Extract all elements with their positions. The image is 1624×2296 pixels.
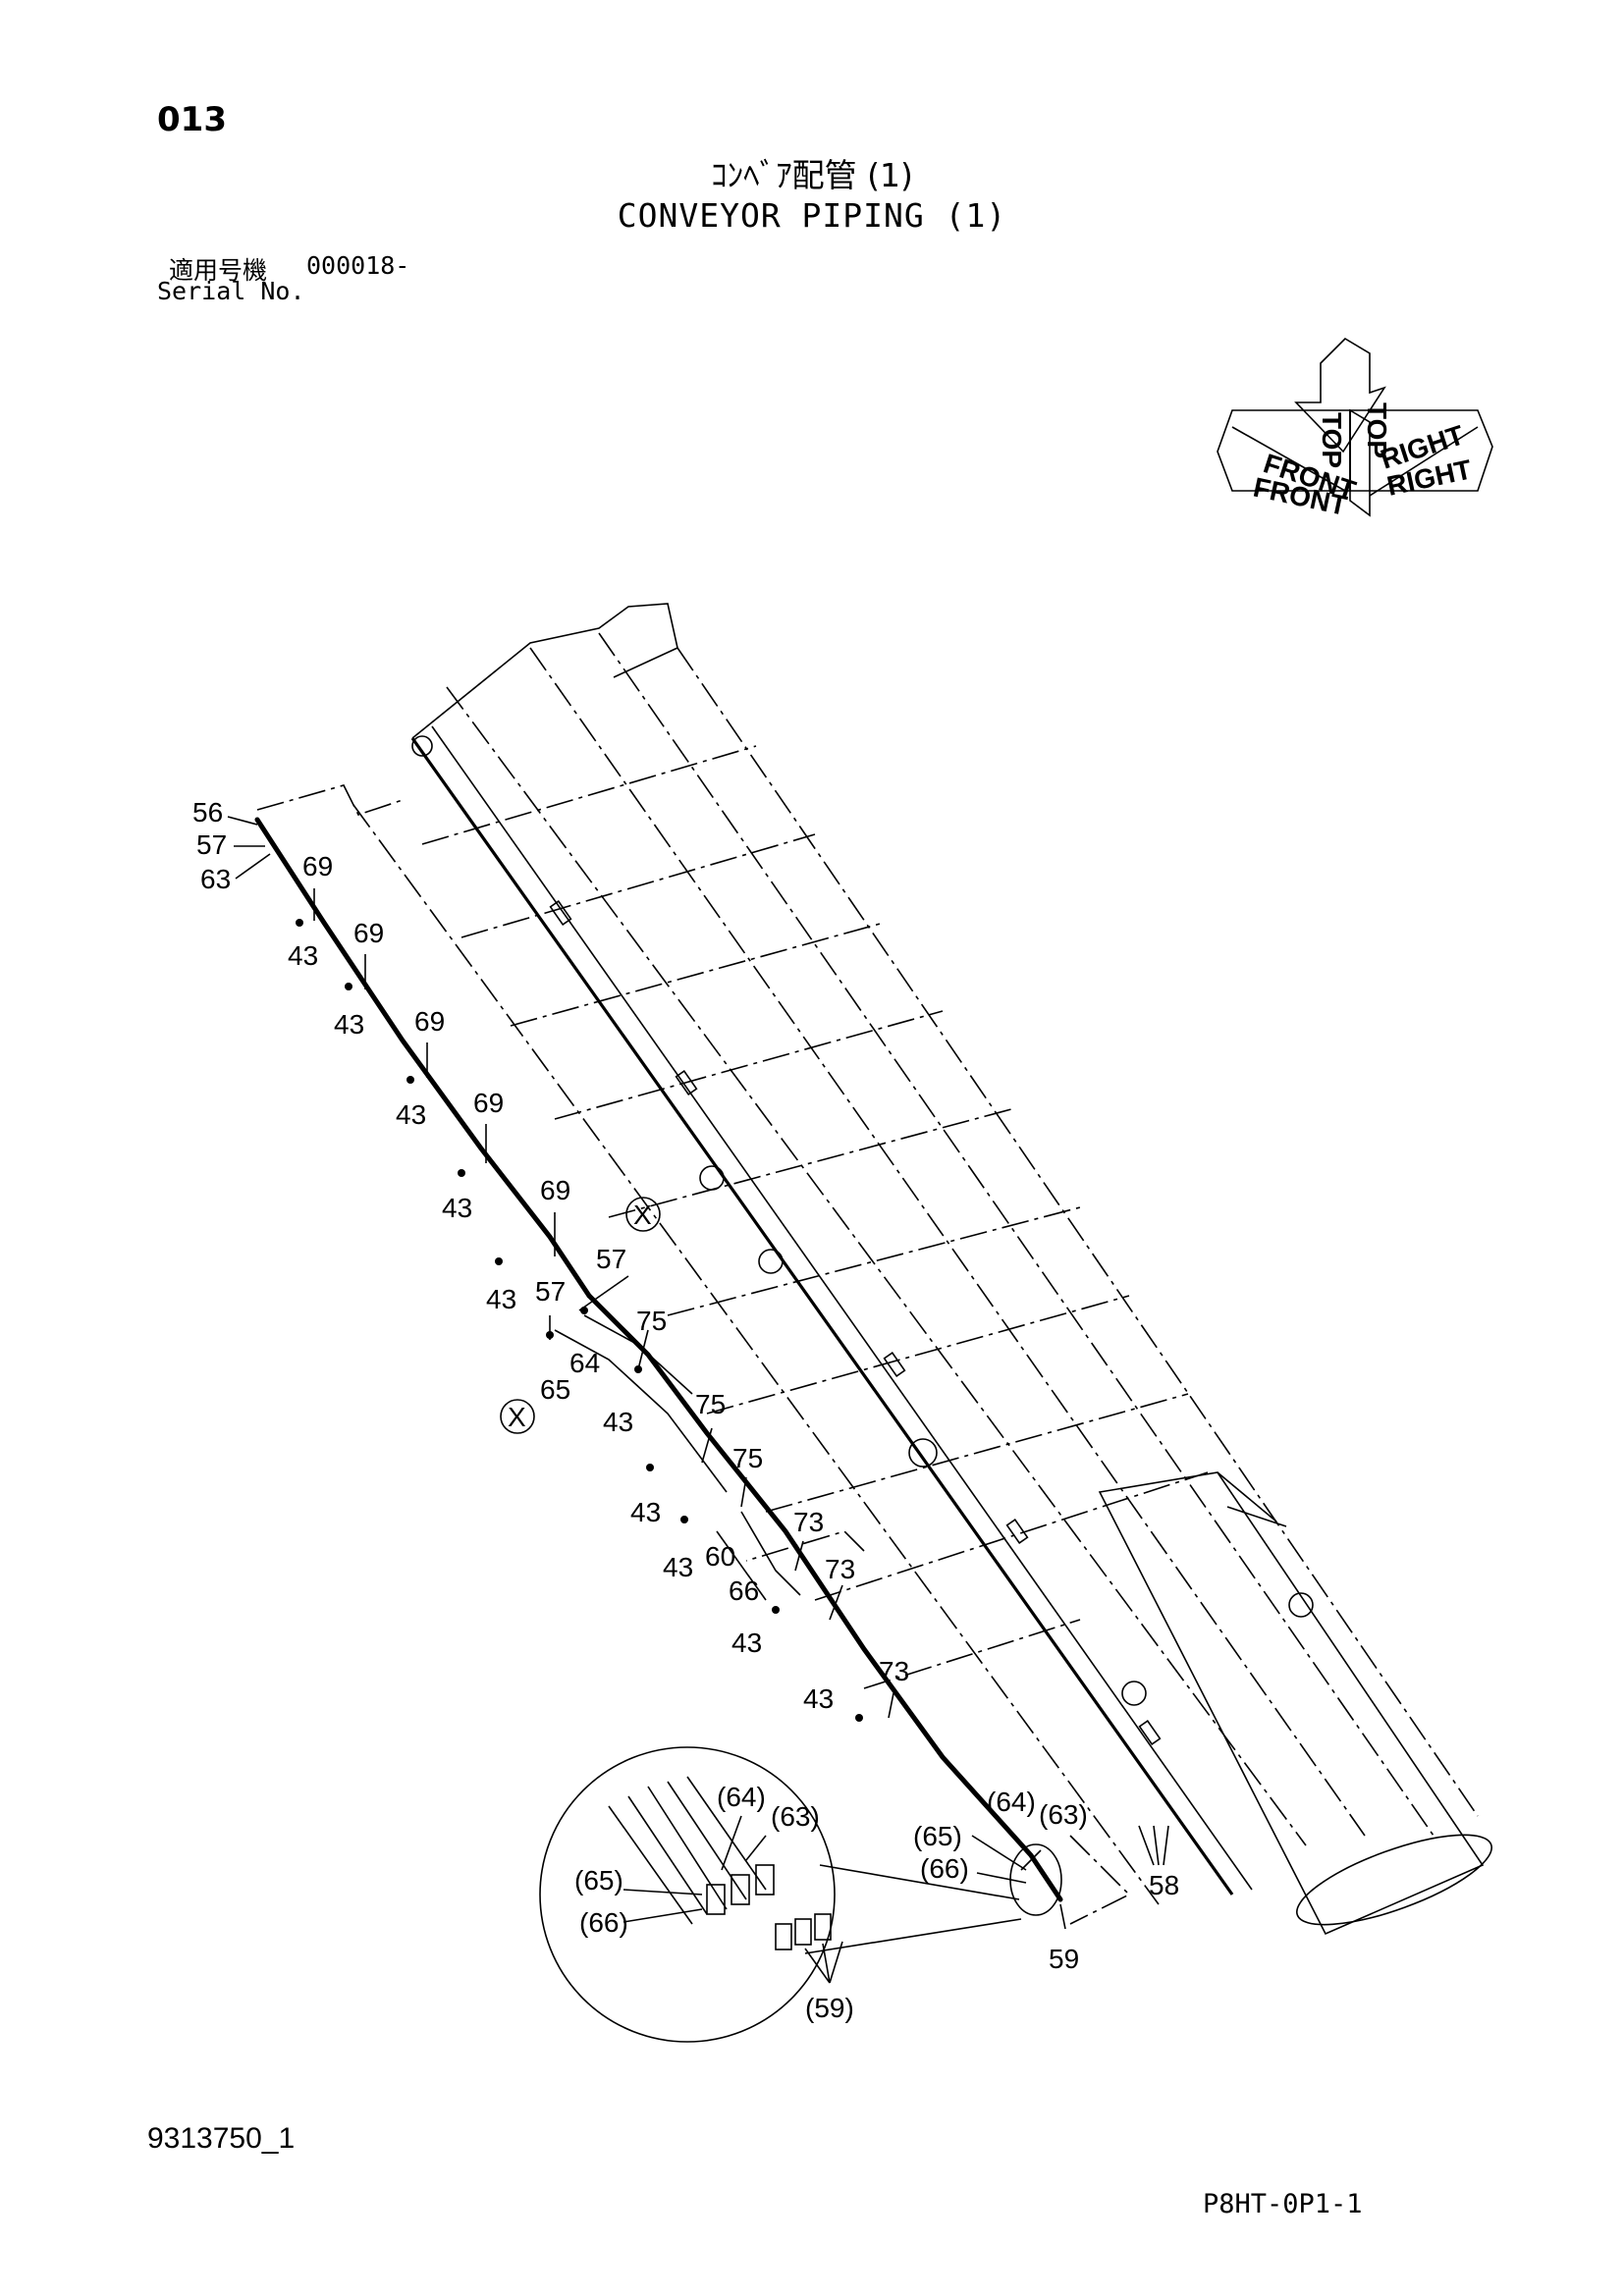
serial-label-english: Serial No. — [157, 277, 305, 305]
clamp-dots — [296, 919, 863, 1722]
cube-edge — [1349, 408, 1371, 517]
callout-57: 57 — [596, 1244, 626, 1274]
top-label-right: TOP — [1362, 402, 1392, 458]
callout-69: 69 — [473, 1088, 504, 1118]
orientation-indicator: FRONT FRONT RIGHT RIGHT TOP TOP — [1217, 337, 1493, 521]
callout-56: 56 — [192, 797, 223, 828]
top-label-left: TOP — [1317, 412, 1347, 468]
x-reference-upper — [625, 1197, 661, 1232]
callout-63: 63 — [200, 864, 231, 894]
fitting — [775, 1923, 792, 1950]
callout-73: 73 — [793, 1507, 824, 1537]
callout-43: 43 — [442, 1193, 472, 1223]
lower-pipe-bundle — [586, 1293, 1063, 1902]
callout-58: 58 — [1149, 1870, 1179, 1900]
pivot — [1288, 1592, 1314, 1618]
pivot — [411, 735, 433, 757]
page-number: 013 — [157, 100, 227, 139]
callout-66-paren: (66) — [920, 1853, 969, 1884]
pivot — [908, 1438, 938, 1468]
x-label-lower: X — [508, 1402, 526, 1432]
fitting — [731, 1874, 750, 1905]
bracket — [1138, 1720, 1162, 1745]
top-arrow — [1294, 337, 1386, 454]
x-reference-lower — [500, 1399, 535, 1434]
detail-callout-63: (63) — [771, 1801, 820, 1832]
callout-59: 59 — [1049, 1944, 1079, 1974]
piping — [254, 784, 1131, 1925]
callout-labels: 56 57 63 69 43 69 43 69 43 69 43 69 43 5… — [192, 797, 1179, 2023]
bracket — [675, 1070, 698, 1095]
pivot — [758, 1249, 784, 1274]
callout-57: 57 — [196, 829, 227, 860]
callout-64-paren: (64) — [987, 1787, 1036, 1817]
callout-43: 43 — [731, 1628, 762, 1658]
callout-69: 69 — [302, 851, 333, 881]
detail-callout-64: (64) — [717, 1782, 766, 1812]
detail-circle — [539, 1746, 836, 2043]
callout-43: 43 — [663, 1552, 693, 1582]
bracket — [549, 900, 572, 926]
callout-43: 43 — [396, 1099, 426, 1130]
drawing-number: 9313750_1 — [147, 2122, 296, 2155]
callout-64: 64 — [569, 1348, 600, 1378]
tail-section — [1098, 1471, 1485, 1936]
tail-drum — [1296, 1834, 1492, 1926]
callout-43: 43 — [486, 1284, 516, 1314]
callout-43: 43 — [288, 940, 318, 971]
callout-69: 69 — [353, 918, 384, 948]
callout-63-paren: (63) — [1039, 1799, 1088, 1830]
callout-69: 69 — [414, 1006, 445, 1037]
callout-57: 57 — [535, 1276, 566, 1307]
callout-43: 43 — [630, 1497, 661, 1527]
detail-callout-66: (66) — [579, 1907, 628, 1938]
fitting — [814, 1913, 832, 1941]
callout-75: 75 — [636, 1306, 667, 1336]
callout-65-paren: (65) — [913, 1821, 962, 1851]
bracket — [1005, 1519, 1029, 1544]
detail-callout-65: (65) — [574, 1865, 623, 1896]
callout-69: 69 — [540, 1175, 570, 1205]
callout-43: 43 — [603, 1407, 633, 1437]
conveyor-frame — [352, 603, 1492, 1936]
bracket — [883, 1352, 906, 1377]
conveyor-head-end — [411, 603, 678, 739]
fitting — [755, 1864, 775, 1896]
sheet-id: P8HT-0P1-1 — [1203, 2189, 1363, 2219]
callout-43: 43 — [334, 1009, 364, 1040]
callout-73: 73 — [825, 1554, 855, 1584]
pivot — [699, 1165, 725, 1191]
detail-callout-59: (59) — [805, 1993, 854, 2023]
callout-60: 60 — [705, 1541, 735, 1572]
callout-43: 43 — [803, 1683, 834, 1714]
pivot — [1121, 1681, 1147, 1706]
title-english: CONVEYOR PIPING (1) — [617, 196, 1007, 235]
callout-75: 75 — [695, 1389, 726, 1419]
leader-lines — [227, 816, 1169, 1930]
serial-range: 000018- — [306, 251, 410, 280]
title-japanese: ｺﾝﾍﾞｱ配管 (1) — [711, 156, 913, 194]
callout-73: 73 — [879, 1656, 909, 1686]
callout-75: 75 — [732, 1443, 763, 1473]
reference-marks: X X — [500, 1197, 661, 1434]
fitting — [794, 1918, 812, 1946]
callout-65: 65 — [540, 1374, 570, 1405]
serial-label-japanese: 適用号機 — [169, 256, 268, 285]
x-label-upper: X — [633, 1200, 652, 1230]
fitting — [706, 1884, 726, 1915]
callout-66: 66 — [729, 1575, 759, 1606]
upper-pipe — [254, 817, 592, 1299]
front-face — [1217, 409, 1351, 492]
